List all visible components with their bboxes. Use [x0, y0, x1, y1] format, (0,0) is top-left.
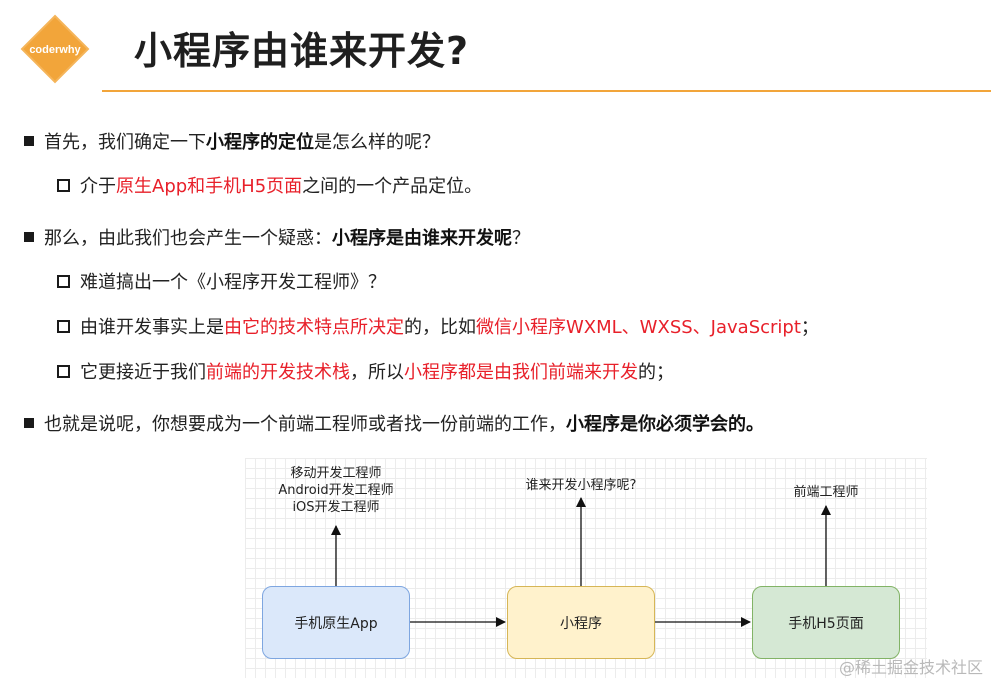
watermark: @稀土掘金技术社区 — [838, 658, 983, 677]
bullet-text: 难道搞出一个《小程序开发工程师》？ — [80, 272, 386, 293]
bullet-text: ； — [800, 317, 819, 338]
bullet-bold-text: 小程序是你必须学会的。 — [566, 414, 764, 435]
filled-square-bullet-icon — [24, 136, 34, 146]
bullet-bold-text: 小程序的定位 — [206, 132, 314, 153]
filled-square-bullet-icon — [24, 418, 34, 428]
bullet-text: 它更接近于我们 — [80, 362, 206, 383]
bullet-text: 介于 — [80, 176, 116, 197]
hollow-square-bullet-icon — [57, 274, 70, 288]
bullet-text: 由谁开发事实上是 — [80, 317, 224, 338]
bullet-highlight-text: 原生App和手机H5页面 — [116, 176, 303, 197]
bullet-text: ，所以 — [350, 362, 404, 383]
bullet-highlight-text: 微信小程序WXML、WXSS、JavaScript — [476, 317, 801, 338]
hollow-square-bullet-icon — [57, 364, 70, 378]
h5-role-label: 前端工程师 — [793, 485, 859, 500]
bullet-highlight-text: 由它的技术特点所决定 — [224, 317, 404, 338]
bullet-1: 首先，我们确定一下小程序的定位是怎么样的呢？ — [24, 131, 440, 155]
bullet-3: 也就是说呢，你想要成为一个前端工程师或者找一份前端的工作，小程序是你必须学会的。 — [24, 413, 764, 437]
page-title: 小程序由谁来开发? — [134, 29, 470, 73]
diagram-arrows — [331, 497, 831, 627]
miniprogram-question-label: 谁来开发小程序呢? — [525, 478, 637, 493]
bullet-text: 首先，我们确定一下 — [44, 132, 206, 153]
logo-text: coderwhy — [29, 44, 81, 56]
bullet-text: 的； — [638, 362, 674, 383]
native-app-node: 手机原生App — [262, 586, 410, 659]
filled-square-bullet-icon — [24, 232, 34, 242]
hollow-square-bullet-icon — [57, 178, 70, 192]
h5-page-node: 手机H5页面 — [752, 586, 900, 659]
sub-bullet-1: 介于原生App和手机H5页面之间的一个产品定位。 — [57, 175, 482, 199]
bullet-2: 那么，由此我们也会产生一个疑惑：小程序是由谁来开发呢？ — [24, 227, 530, 251]
bullet-text: 也就是说呢，你想要成为一个前端工程师或者找一份前端的工作， — [44, 414, 566, 435]
bullet-text: 之间的一个产品定位。 — [302, 176, 483, 197]
bullet-text: ？ — [512, 228, 530, 249]
title-divider — [102, 90, 991, 92]
native-roles-label: 移动开发工程师 Android开发工程师 iOS开发工程师 — [278, 466, 394, 515]
hollow-square-bullet-icon — [57, 319, 70, 333]
miniprogram-node: 小程序 — [507, 586, 655, 659]
bullet-text: 的，比如 — [404, 317, 476, 338]
bullet-bold-text: 小程序是由谁来开发呢 — [332, 228, 512, 249]
developer-diagram: 移动开发工程师 Android开发工程师 iOS开发工程师 谁来开发小程序呢? … — [245, 458, 927, 678]
bullet-text: 是怎么样的呢？ — [314, 132, 440, 153]
sub-bullet-2: 难道搞出一个《小程序开发工程师》？ — [57, 271, 386, 295]
coderwhy-logo: coderwhy — [20, 14, 90, 84]
sub-bullet-3: 由谁开发事实上是由它的技术特点所决定的，比如微信小程序WXML、WXSS、Jav… — [57, 316, 819, 340]
sub-bullet-4: 它更接近于我们前端的开发技术栈，所以小程序都是由我们前端来开发的； — [57, 361, 674, 385]
bullet-text: 那么，由此我们也会产生一个疑惑： — [44, 228, 332, 249]
bullet-highlight-text: 小程序都是由我们前端来开发 — [404, 362, 638, 383]
bullet-highlight-text: 前端的开发技术栈 — [206, 362, 350, 383]
